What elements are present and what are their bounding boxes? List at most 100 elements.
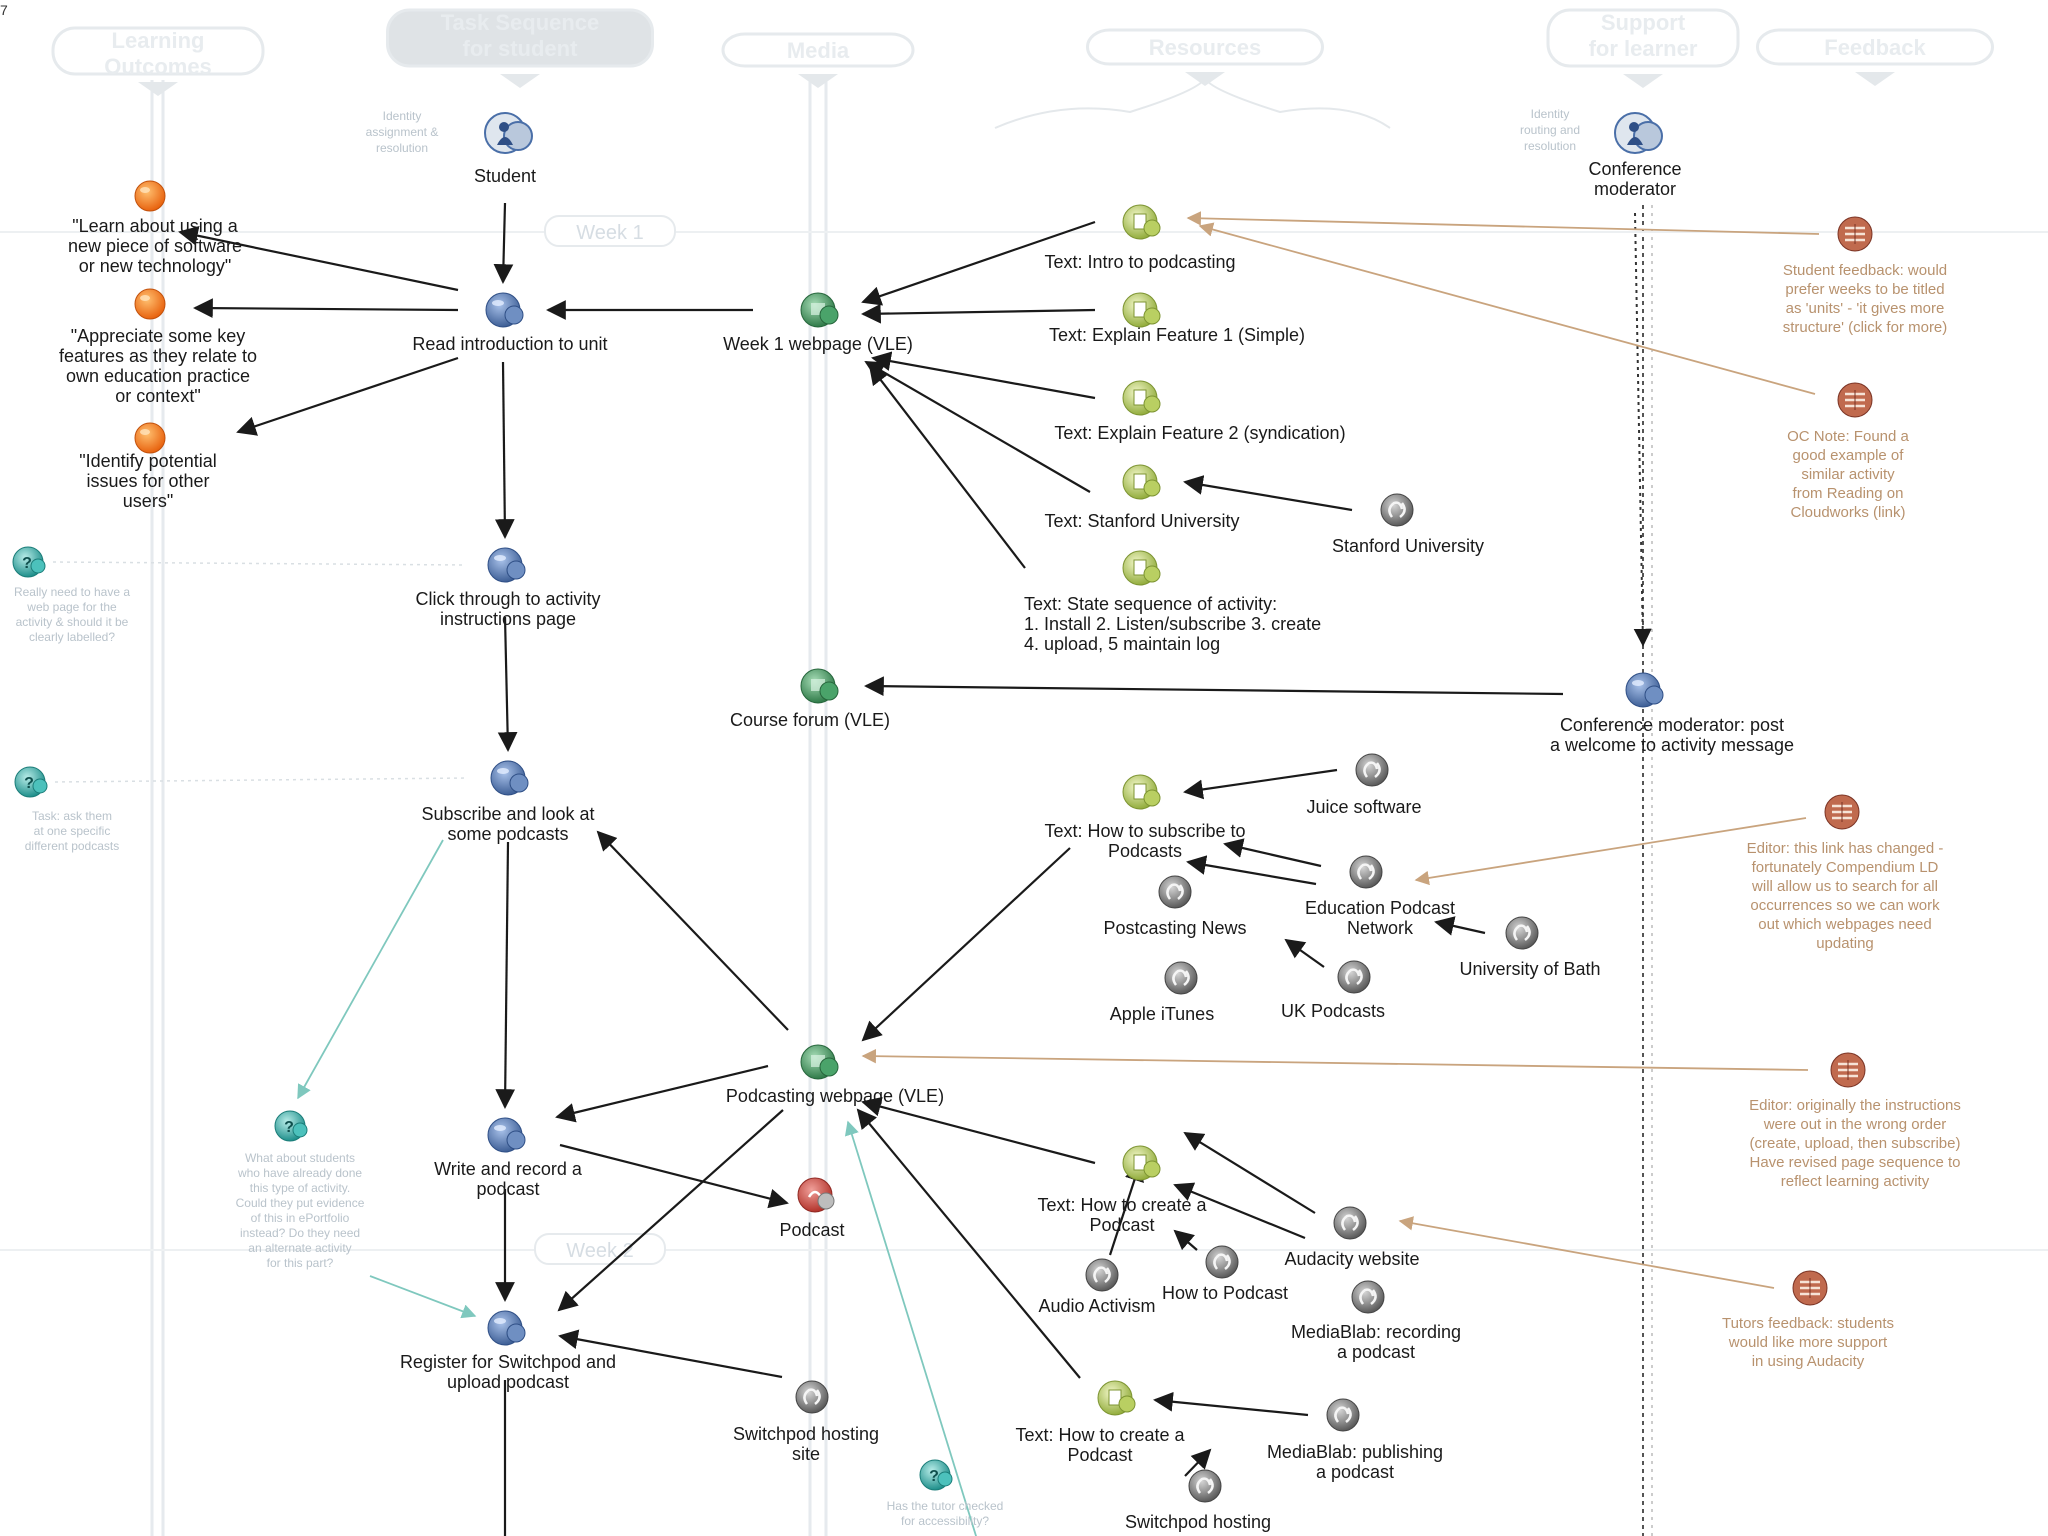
column-header-label: for student: [463, 36, 579, 61]
feedback-note-icon: [1837, 382, 1873, 418]
task-icon: [485, 292, 524, 328]
node-web-stanford[interactable]: Stanford University: [1332, 493, 1484, 556]
connector-web-switch2-to-r8: [1184, 1448, 1212, 1477]
node-label-r4: Text: Stanford University: [1044, 511, 1239, 531]
node-f4[interactable]: Editor: originally the instructionswere …: [1749, 1052, 1961, 1190]
node-r5[interactable]: Text: State sequence of activity:1. Inst…: [1024, 550, 1321, 654]
person-icon: [1614, 112, 1663, 154]
feedback-note-icon: [1792, 1270, 1828, 1306]
node-web-juice[interactable]: Juice software: [1306, 753, 1422, 817]
connector-web-juice-to-r6: [1183, 768, 1338, 800]
connector-f4-to-m3: [861, 1048, 1809, 1071]
column-header-label: Task Sequence: [441, 10, 600, 35]
node-web-pcnews[interactable]: Postcasting News: [1103, 875, 1247, 938]
question-icon: ?: [274, 1110, 308, 1142]
node-label-q3: instead? Do they need: [240, 1226, 360, 1240]
node-label-r1: Text: Intro to podcasting: [1044, 252, 1235, 272]
node-label-web-howto: How to Podcast: [1162, 1283, 1288, 1303]
node-r2[interactable]: Text: Explain Feature 1 (Simple): [1049, 292, 1305, 345]
node-t1[interactable]: Read introduction to unit: [412, 292, 608, 354]
text-resource-icon: [1122, 292, 1161, 328]
node-podcast[interactable]: Podcast: [779, 1177, 845, 1240]
text-resource-icon: [1122, 204, 1161, 240]
node-label-r7: Podcast: [1089, 1215, 1154, 1235]
node-f3[interactable]: Editor: this link has changed -fortunate…: [1747, 794, 1944, 952]
node-label-f5: would like more support: [1728, 1334, 1888, 1351]
node-m3[interactable]: Podcasting webpage (VLE): [726, 1044, 944, 1106]
node-web-audacity[interactable]: Audacity website: [1284, 1206, 1420, 1269]
connector-f2-to-r1: [1198, 222, 1816, 395]
role-note-rn-moderator: routing and: [1520, 123, 1580, 137]
node-student[interactable]: Student: [474, 112, 536, 186]
role-note-rn-moderator: resolution: [1524, 139, 1576, 153]
column-header-label: for learner: [1589, 36, 1698, 61]
node-label-q3: who have already done: [237, 1166, 362, 1180]
node-r4[interactable]: Text: Stanford University: [1044, 464, 1240, 531]
node-web-ukpod[interactable]: UK Podcasts: [1281, 960, 1385, 1021]
node-r3[interactable]: Text: Explain Feature 2 (syndication): [1054, 380, 1346, 443]
web-link-icon: [1164, 961, 1198, 995]
role-note-rn-student: resolution: [376, 141, 428, 155]
node-label-web-stanford: Stanford University: [1332, 536, 1484, 556]
connector-web-switchsite-to-t5: [558, 1329, 783, 1379]
node-label-t3: Subscribe and look at: [421, 804, 594, 824]
node-label-t1: Read introduction to unit: [412, 334, 607, 354]
connector-q4-to-m3: [844, 1120, 977, 1536]
node-label-lo2: or context": [115, 386, 200, 406]
node-label-lo3: "Identify potential: [79, 451, 216, 471]
node-m2[interactable]: Course forum (VLE): [730, 668, 890, 730]
node-label-web-mediablab2: MediaBlab: publishing: [1267, 1442, 1443, 1462]
question-icon: ?: [14, 766, 48, 798]
node-label-web-mediablab1: a podcast: [1337, 1342, 1415, 1362]
node-m1[interactable]: Week 1 webpage (VLE): [723, 292, 913, 354]
connector-web-howto-to-r7: [1173, 1229, 1198, 1251]
node-label-q3: this type of activity.: [250, 1181, 350, 1195]
node-web-audioact[interactable]: Audio Activism: [1038, 1258, 1156, 1316]
node-web-itunes[interactable]: Apple iTunes: [1110, 961, 1214, 1024]
node-label-web-bath: University of Bath: [1459, 959, 1600, 979]
connector-r7-to-m3: [861, 1096, 1096, 1165]
column-header-c4: Resources: [1086, 28, 1324, 86]
node-label-t4: podcast: [476, 1179, 539, 1199]
node-r1[interactable]: Text: Intro to podcasting: [1044, 204, 1236, 272]
connector-web-epn-to-r6: [1223, 838, 1322, 868]
node-label-lo2: own education practice: [66, 366, 250, 386]
task-icon: [490, 760, 529, 796]
node-web-howto[interactable]: How to Podcast: [1162, 1245, 1288, 1303]
node-label-r7: Text: How to create a: [1037, 1195, 1207, 1215]
svg-text:?: ?: [284, 1119, 294, 1136]
web-link-icon: [1355, 753, 1389, 787]
node-label-web-mediablab2: a podcast: [1316, 1462, 1394, 1482]
node-web-bath[interactable]: University of Bath: [1459, 916, 1601, 979]
node-label-moderator: moderator: [1594, 179, 1676, 199]
node-label-r8: Podcast: [1067, 1445, 1132, 1465]
node-web-switch2[interactable]: Switchpod hosting: [1125, 1469, 1271, 1532]
node-label-f4: Editor: originally the instructions: [1749, 1097, 1961, 1114]
node-label-lo1: new piece of software: [68, 236, 242, 256]
